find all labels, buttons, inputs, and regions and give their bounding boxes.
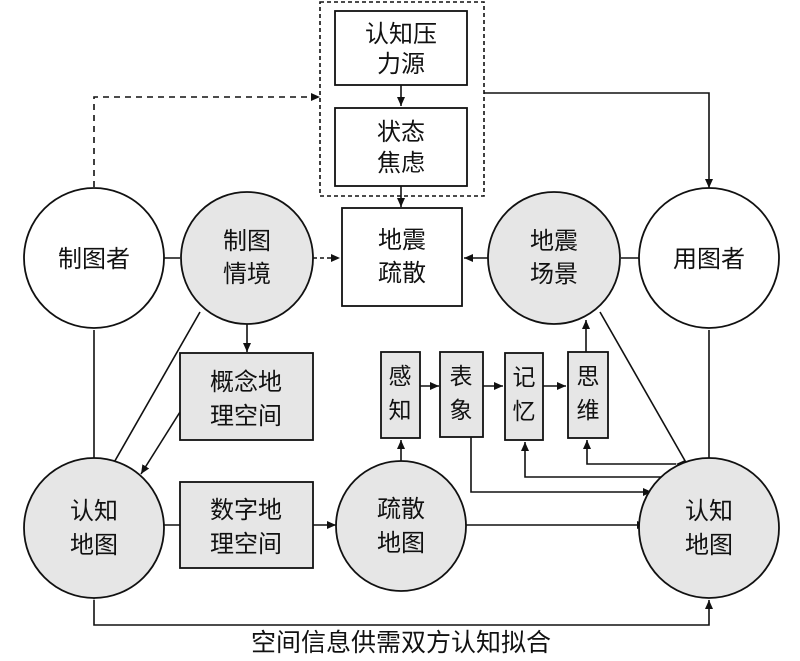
node-cogmap-right-line1: 认知: [685, 497, 733, 525]
node-cogmap-left-line1: 认知: [70, 497, 118, 525]
diagram-caption: 空间信息供需双方认知拟合: [251, 628, 551, 657]
node-evac-map: 疏散 地图: [335, 460, 467, 592]
node-cogmap-left: 认知 地图: [23, 457, 165, 599]
node-concept-space-line1: 概念地: [210, 368, 282, 396]
node-quake-scene-line1: 地震: [530, 227, 578, 255]
node-representation-line2: 象: [450, 398, 473, 424]
node-evacuation-line2: 疏散: [378, 259, 426, 287]
connectors: [90, 85, 713, 626]
node-map-context: 制图 情境: [180, 191, 314, 325]
node-map-user: 用图者: [638, 187, 780, 329]
node-perception: 感 知: [380, 351, 421, 439]
node-digital-space: 数字地 理空间: [179, 481, 314, 569]
node-evac-map-line1: 疏散: [377, 495, 425, 523]
node-perception-line1: 感: [389, 364, 412, 390]
arrow-thinking-cogmap: [583, 440, 685, 468]
node-thinking-line2: 维: [577, 398, 600, 424]
node-thinking-line1: 思: [577, 364, 600, 390]
node-stress-source-line1: 认知压: [365, 20, 437, 48]
dashed-group-box: [319, 1, 485, 197]
node-stress-source-line2: 力源: [377, 50, 425, 78]
arrow-bottom-feedback: [90, 591, 713, 626]
node-representation: 表 象: [439, 351, 484, 438]
node-anxiety-line2: 焦虑: [377, 149, 425, 177]
node-anxiety: 状态 焦虑: [334, 107, 468, 187]
line-scene-cogmap: [599, 311, 689, 467]
node-perception-line2: 知: [389, 398, 412, 424]
node-quake-scene: 地震 场景: [487, 191, 621, 325]
node-memory: 记 忆: [504, 352, 544, 441]
node-mapmaker-label: 制图者: [58, 245, 130, 273]
arrow-concept-to-cogmap: [140, 411, 181, 475]
node-cogmap-left-line2: 地图: [70, 531, 118, 559]
node-map-user-label: 用图者: [673, 245, 745, 273]
node-map-context-line1: 制图: [223, 227, 271, 255]
line-context-cogmap: [111, 311, 201, 467]
node-evacuation: 地震 疏散: [341, 207, 463, 307]
node-cogmap-right-line2: 地图: [685, 531, 733, 559]
node-representation-line1: 表: [450, 364, 473, 390]
node-digital-space-line2: 理空间: [210, 530, 282, 558]
node-memory-line1: 记: [513, 365, 536, 391]
node-memory-line2: 忆: [513, 399, 536, 425]
node-evacuation-line1: 地震: [378, 226, 426, 254]
dashed-arrow-mapmaker-to-stress: [93, 93, 320, 187]
node-cogmap-right: 认知 地图: [638, 457, 780, 599]
node-anxiety-line1: 状态: [377, 118, 425, 146]
arrow-memory-cogmap: [521, 442, 675, 481]
node-map-context-line2: 情境: [223, 260, 271, 288]
node-evac-map-line2: 地图: [377, 529, 425, 557]
node-concept-space: 概念地 理空间: [179, 352, 314, 441]
node-digital-space-line1: 数字地: [210, 496, 282, 524]
arrow-repr-to-cogmap: [470, 437, 652, 496]
node-mapmaker: 制图者: [23, 187, 165, 329]
node-thinking: 思 维: [567, 351, 609, 439]
node-quake-scene-line2: 场景: [530, 260, 578, 288]
arrow-stress-to-user: [484, 92, 713, 188]
node-stress-source: 认知压 力源: [334, 10, 468, 86]
node-concept-space-line2: 理空间: [210, 402, 282, 430]
